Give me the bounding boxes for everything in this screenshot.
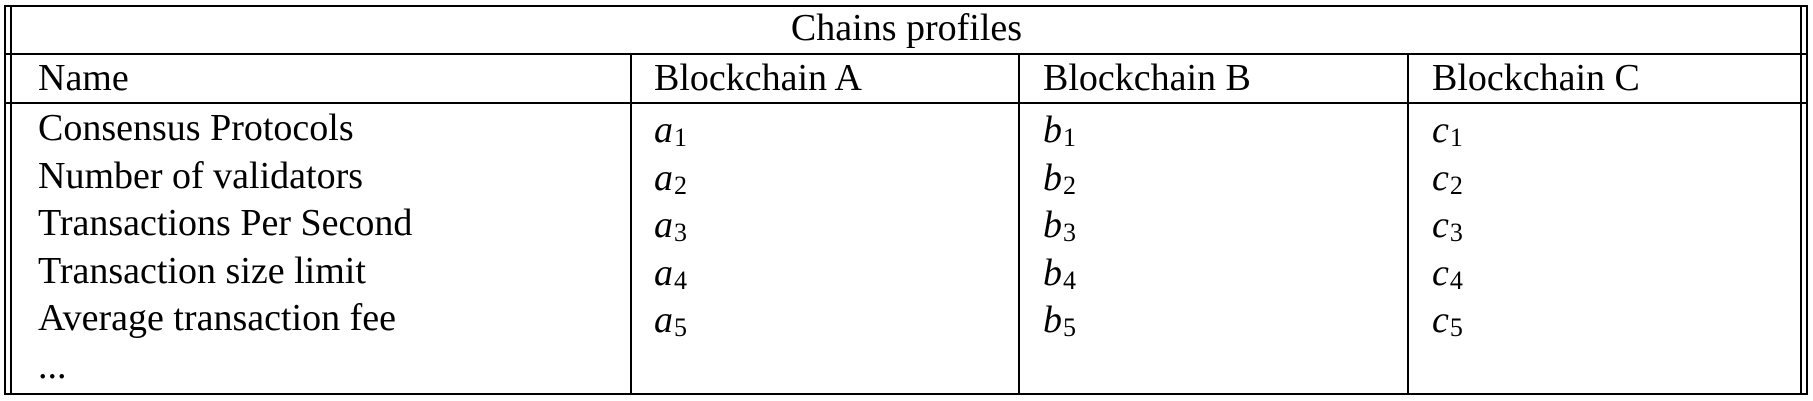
cell-c: c5: [1432, 299, 1463, 342]
row-name: Consensus Protocols: [38, 107, 354, 149]
cell-b: b4: [1043, 252, 1076, 295]
header-name: Name: [38, 57, 129, 99]
header-blockchain-c: Blockchain C: [1432, 57, 1640, 99]
cell-b: b5: [1043, 299, 1076, 342]
cell-c: c3: [1432, 204, 1463, 247]
cell-b: b3: [1043, 204, 1076, 247]
col-separator-1: [630, 53, 632, 395]
header-blockchain-a: Blockchain A: [654, 57, 862, 99]
cell-c: c4: [1432, 252, 1463, 295]
border-left-outer: [4, 5, 6, 395]
header-blockchain-b: Blockchain B: [1043, 57, 1251, 99]
table-title: Chains profiles: [790, 7, 1023, 49]
cell-a: a4: [654, 252, 687, 295]
cell-c: c1: [1432, 109, 1463, 152]
rule-below-title: [4, 53, 1808, 55]
row-name: Average transaction fee: [38, 297, 396, 339]
cell-a: a1: [654, 109, 687, 152]
col-separator-2: [1018, 53, 1020, 395]
row-ellipsis: ...: [38, 345, 67, 387]
border-top: [4, 5, 1808, 7]
cell-b: b2: [1043, 157, 1076, 200]
border-left-inner: [10, 5, 12, 395]
cell-c: c2: [1432, 157, 1463, 200]
cell-a: a3: [654, 204, 687, 247]
cell-b: b1: [1043, 109, 1076, 152]
cell-a: a5: [654, 299, 687, 342]
cell-a: a2: [654, 157, 687, 200]
border-right-inner: [1800, 5, 1802, 395]
rule-below-header: [4, 102, 1808, 104]
border-right-outer: [1806, 5, 1808, 395]
row-name: Number of validators: [38, 155, 364, 197]
col-separator-3: [1407, 53, 1409, 395]
row-name: Transaction size limit: [38, 250, 366, 292]
border-bottom: [4, 393, 1808, 395]
row-name: Transactions Per Second: [38, 202, 413, 244]
